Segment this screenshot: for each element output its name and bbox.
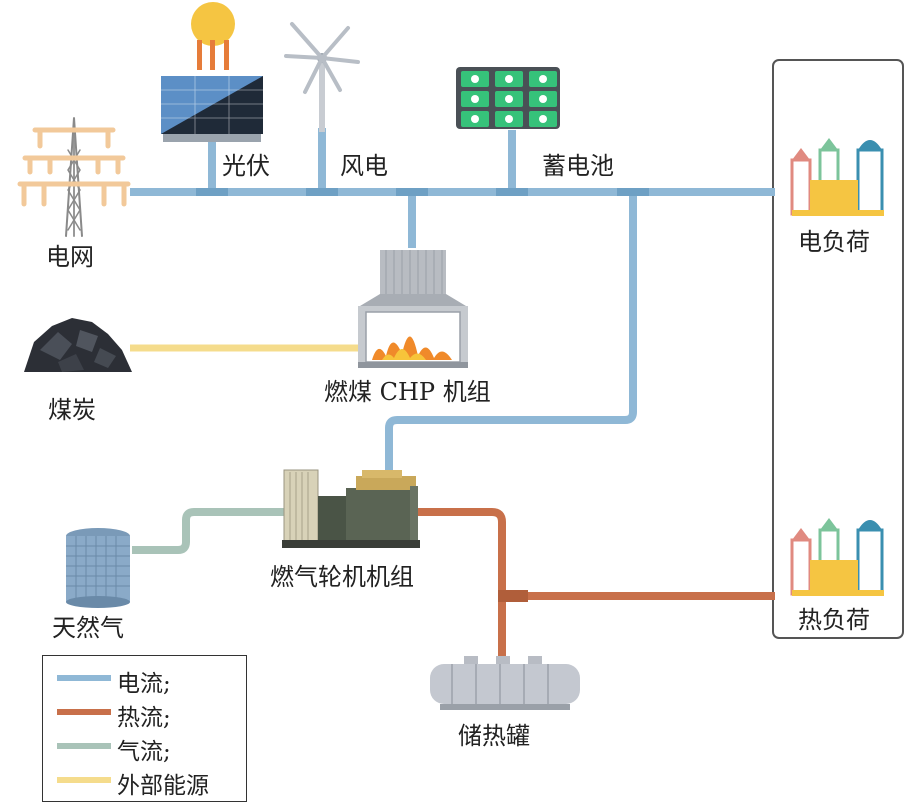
legend-item-gas: 气流; xyxy=(53,730,243,765)
buildings-icon xyxy=(790,518,884,596)
coal-label: 煤炭 xyxy=(48,396,96,424)
legend-label-heat: 热流; xyxy=(117,705,171,731)
pv-label: 光伏 xyxy=(222,152,270,180)
legend-swatch-heat xyxy=(57,709,111,715)
natural-gas-label: 天然气 xyxy=(52,614,124,642)
electric-flows xyxy=(130,128,775,476)
heat-load-label: 热负荷 xyxy=(798,606,870,634)
gas-turbine-heat xyxy=(418,508,506,662)
power-tower-icon xyxy=(17,117,131,237)
legend-label-electric: 电流; xyxy=(117,671,171,697)
gas-tank-icon xyxy=(66,528,130,608)
gas-turbine-link xyxy=(385,192,637,476)
legend-item-electric: 电流; xyxy=(53,662,243,697)
legend-label-gas: 气流; xyxy=(117,739,171,765)
heat-joint xyxy=(498,590,528,602)
bus-joints xyxy=(196,188,649,196)
load-frame xyxy=(772,59,904,639)
heat-flows xyxy=(418,508,775,662)
legend-swatch-external xyxy=(57,777,111,783)
grid-label: 电网 xyxy=(46,243,94,271)
legend-item-external: 外部能源 xyxy=(53,764,243,799)
gas-turbine-label: 燃气轮机机组 xyxy=(270,563,414,591)
legend-swatch-gas xyxy=(57,743,111,749)
legend-label-external: 外部能源 xyxy=(117,773,209,799)
gas-feed xyxy=(132,508,284,554)
coal-pile-icon xyxy=(24,318,132,372)
wind-label: 风电 xyxy=(340,152,388,180)
battery-label: 蓄电池 xyxy=(542,152,614,180)
solar-panel-icon xyxy=(161,2,263,142)
legend-swatch-electric xyxy=(57,675,111,681)
buildings-icon xyxy=(790,138,884,216)
wind-turbine-icon xyxy=(284,22,360,132)
battery-pack-icon xyxy=(456,67,560,129)
furnace-icon xyxy=(358,250,468,368)
generator-icon xyxy=(282,469,420,548)
legend: 电流; 热流; 气流; 外部能源 xyxy=(42,655,247,802)
elec-load-label: 电负荷 xyxy=(798,228,870,256)
legend-item-heat: 热流; xyxy=(53,696,243,731)
chp-label: 燃煤 CHP 机组 xyxy=(324,378,491,406)
storage-tank-icon xyxy=(430,656,580,710)
heat-storage-label: 储热罐 xyxy=(458,722,530,750)
